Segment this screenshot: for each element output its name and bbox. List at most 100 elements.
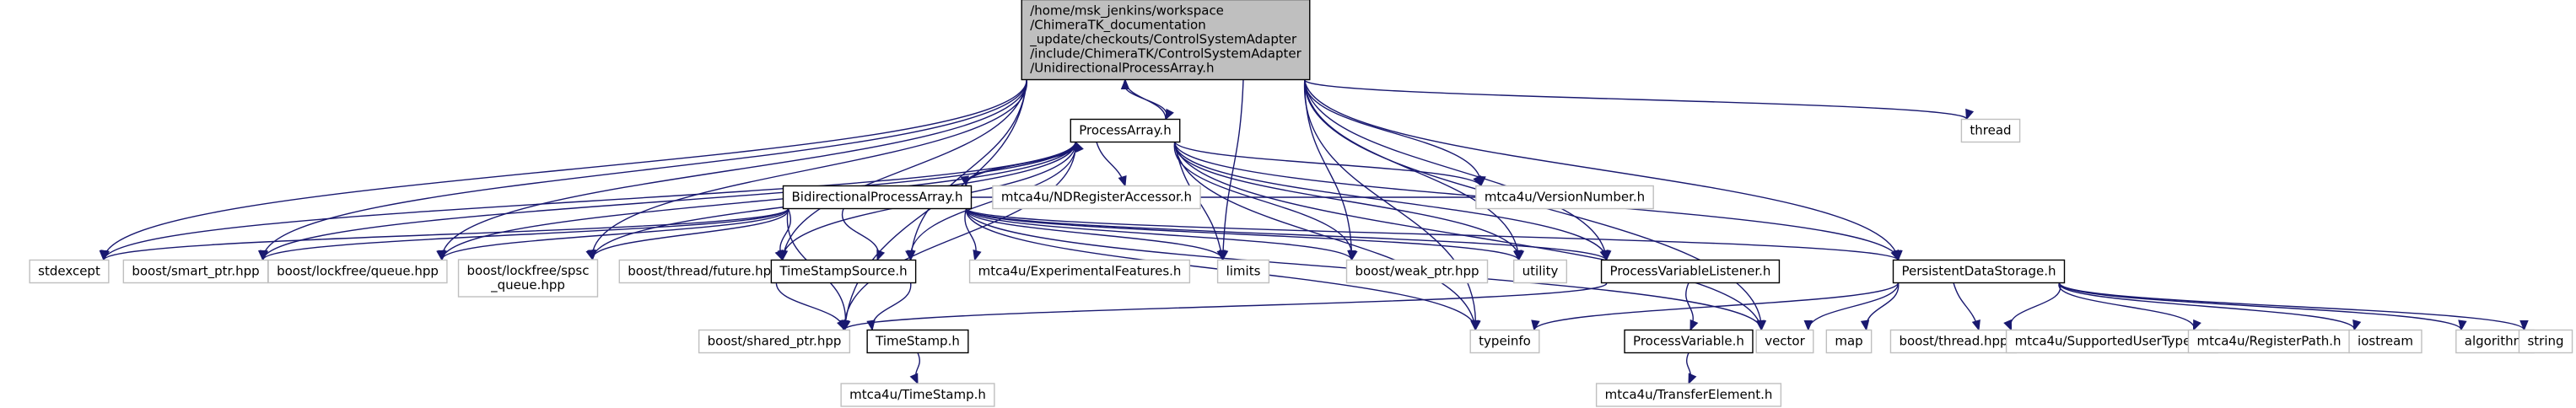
arrowhead [436,250,445,261]
node-box [1624,329,1754,354]
arrowhead [1803,320,1813,331]
node-ndreg: mtca4u/NDRegisterAccessor.h [992,185,1201,210]
node-box [618,259,789,284]
node-box [1216,259,1270,284]
node-box [770,259,917,284]
arrowhead [1347,250,1356,261]
node-label: _update/checkouts/ControlSystemAdapter [1029,32,1297,48]
node-box [2348,329,2422,354]
node-box [1889,329,2018,354]
node-box [1512,259,1568,284]
node-label: boost/lockfree/queue.hpp [277,264,439,279]
arrowhead [2192,319,2201,331]
node-label: /home/msk_jenkins/workspace [1030,3,1224,19]
edge-bidir-to-smartptr [261,207,790,261]
edge-root-to-future [782,79,1027,260]
arrowhead [1120,78,1130,89]
node-box [866,329,969,354]
arrowhead [774,249,784,261]
node-versionnumber: mtca4u/VersionNumber.h [1475,185,1654,210]
node-map: map [1825,329,1873,354]
edge-bidir-to-weakptr [965,208,1353,260]
edge-persistent-to-algorithm [2058,282,2462,331]
node-box [698,329,851,354]
edge-persistent-to-iostream [2058,282,2355,330]
node-box [1469,329,1540,354]
edge-root-to-typeinfo [1304,79,1476,330]
edge-bidir-to-lfqueue [441,208,790,260]
node-label: limits [1226,264,1261,279]
edge-persistent-to-supported [2009,282,2061,330]
edge-bidir-to-persistent [965,208,1900,260]
node-timestampsource[interactable]: TimeStampSource.h [770,259,917,284]
node-box [1345,259,1489,284]
arrowhead [2519,320,2529,331]
node-label: TimeStamp.h [875,334,960,349]
node-box [992,185,1201,210]
node-label: /include/ChimeraTK/ControlSystemAdapter [1030,46,1301,62]
node-label: BidirectionalProcessArray.h [792,190,963,205]
arrowhead [1757,319,1767,331]
node-label: ProcessArray.h [1079,123,1171,138]
node-box [1595,383,1782,407]
arrowhead [909,373,919,385]
node-string: string [2518,329,2573,354]
node-timestamp[interactable]: TimeStamp.h [866,329,969,354]
arrowhead [1118,174,1127,187]
edge-pvlistener-to-sharedptr [843,282,1608,331]
edge-processarray-to-utility [1174,142,1520,260]
node-sharedptr: boost/shared_ptr.hpp [698,329,851,354]
edge-root-to-versionnumber [1304,79,1482,186]
node-bidir[interactable]: BidirectionalProcessArray.h [782,185,973,210]
node-label: string [2527,334,2563,349]
node-label: _queue.hpp [490,277,565,293]
node-label: stdexcept [38,264,100,279]
arrowhead [1688,373,1697,385]
arrowhead [1165,108,1174,121]
node-processvariable[interactable]: ProcessVariable.h [1624,329,1754,354]
arrowhead [2003,319,2013,331]
edge-root-to-pvlistener [1304,79,1608,260]
node-box [1600,259,1781,284]
node-box [782,185,973,210]
edge-root-to-persistent [1304,79,1900,260]
node-label: boost/thread/future.hpp [628,264,779,279]
node-spscqueue: boost/lockfree/spsc_queue.hpp [457,259,599,298]
edge-persistent-to-typeinfo [1533,282,1900,330]
node-transfer: mtca4u/TransferElement.h [1595,383,1782,407]
arrowhead [1219,250,1229,261]
node-box [1755,329,1814,354]
node-box [122,259,269,284]
edge-bidir-to-limits [965,208,1224,260]
node-expfeatures: mtca4u/ExperimentalFeatures.h [968,259,1191,284]
arrowhead [1860,319,1870,331]
edge-root-to-spscqueue [591,79,1027,260]
node-box [457,259,599,298]
arrowhead [258,250,267,261]
node-label: vector [1765,334,1805,349]
edge-root-to-limits [1221,79,1244,260]
node-label: mtca4u/ExperimentalFeatures.h [978,264,1182,279]
node-label: thread [1970,123,2011,138]
node-label: mtca4u/SupportedUserTypes.h [2015,334,2210,349]
node-label: mtca4u/RegisterPath.h [2196,334,2341,349]
node-label: algorithm [2465,334,2525,349]
node-box [29,259,110,284]
node-stdexcept: stdexcept [29,259,110,284]
arrowhead [1971,319,1981,331]
node-regpath: mtca4u/RegisterPath.h [2187,329,2351,354]
node-vector: vector [1755,329,1814,354]
node-weakptr: boost/weak_ptr.hpp [1345,259,1489,284]
node-typeinfo: typeinfo [1469,329,1540,354]
arrowhead [1075,141,1084,153]
node-smartptr: boost/smart_ptr.hpp [122,259,269,284]
arrowhead [973,250,982,261]
arrowhead [100,250,110,261]
node-pvlistener[interactable]: ProcessVariableListener.h [1600,259,1781,284]
arrowhead [1512,250,1522,261]
node-label: boost/smart_ptr.hpp [132,264,259,280]
node-supported: mtca4u/SupportedUserTypes.h [2005,329,2219,354]
node-persistent[interactable]: PersistentDataStorage.h [1892,259,2066,284]
node-processarray[interactable]: ProcessArray.h [1070,118,1181,143]
node-label: map [1835,334,1862,349]
